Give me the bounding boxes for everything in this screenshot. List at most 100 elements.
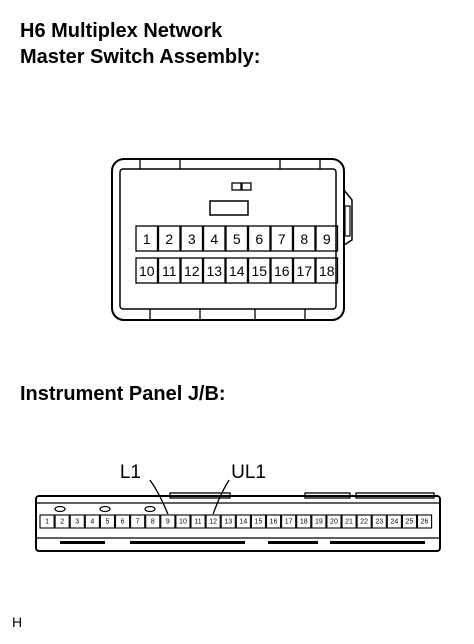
h6-connector-outer (111, 158, 345, 321)
h6-pin-box (157, 225, 181, 252)
jb-pin-box (281, 514, 297, 529)
jb-pin-box (356, 514, 372, 529)
h6-pin-label: 18 (319, 263, 335, 279)
jb-pin-box (311, 514, 327, 529)
h6-pin-box (202, 257, 226, 284)
figure-code: H (12, 614, 23, 630)
jb-pin-label: 14 (239, 519, 247, 526)
jb-pin-box (386, 514, 402, 529)
jb-pin-label: 4 (90, 519, 94, 526)
jb-pin-box (296, 514, 312, 529)
connector-title-h6-line2: Master Switch Assembly: (20, 46, 261, 68)
h6-pin-label: 14 (229, 263, 245, 279)
jb-pin-label: 24 (390, 519, 398, 526)
h6-pin-box (270, 257, 294, 284)
jb-pin-label: 11 (194, 519, 201, 526)
h6-pin-label: 11 (162, 263, 177, 279)
jb-pin-label: 20 (330, 519, 338, 526)
jb-pin-label: 1 (45, 519, 49, 526)
h6-pin-box (180, 225, 204, 252)
jb-pin-label: 8 (151, 519, 155, 526)
h6-pin-label: 10 (139, 263, 155, 279)
jb-pin-box (326, 514, 342, 529)
jb-pin-label: 16 (270, 519, 278, 526)
jb-pin-box (39, 514, 55, 529)
jb-pin-box (114, 514, 131, 529)
jb-bottom-bars (60, 541, 425, 544)
connector-title-h6: H6 Multiplex Network (20, 20, 223, 42)
jb-pin-label: 23 (375, 519, 383, 526)
jb-pin-box (69, 514, 85, 529)
h6-pin-label: 1 (143, 231, 151, 247)
jb-pin-label: 5 (105, 519, 109, 526)
h6-pin-label: 17 (296, 263, 312, 279)
jb-pin-leader-line (149, 479, 169, 515)
jb-pin-leader-line (212, 479, 230, 515)
jb-pin-label: 9 (166, 519, 170, 526)
h6-pin-box (225, 257, 249, 284)
h6-pin-box (315, 257, 339, 284)
jb-pin-box (205, 514, 221, 529)
jb-pin-box (130, 514, 146, 529)
h6-pin-box (292, 225, 316, 252)
jb-pin-box (160, 514, 176, 529)
jb-pin-label: 15 (255, 519, 263, 526)
h6-pin-label: 5 (233, 231, 241, 247)
h6-pin-label: 3 (188, 231, 196, 247)
jb-pin-box (250, 514, 267, 529)
jb-pin-box (341, 514, 357, 529)
jb-pin-label: 3 (75, 519, 79, 526)
jb-pin-label: 17 (285, 519, 293, 526)
h6-pin-label: 4 (210, 231, 218, 247)
connector-title-jb: Instrument Panel J/B: (20, 383, 226, 405)
jb-pin-label: 18 (300, 519, 308, 526)
h6-pin-box (157, 257, 181, 284)
jb-pin-box (175, 514, 191, 529)
h6-pin-box (135, 257, 159, 284)
jb-pin-label: 21 (345, 519, 353, 526)
h6-pin-label: 2 (165, 231, 173, 247)
h6-pin-box (247, 257, 271, 284)
jb-pin-box (371, 514, 387, 529)
h6-pin-label: 8 (300, 231, 308, 247)
jb-pin-box (265, 514, 282, 529)
jb-pin-callout-label: L1 (120, 462, 141, 483)
h6-pin-box (202, 225, 226, 252)
h6-pin-box (270, 225, 294, 252)
jb-pin-label: 10 (179, 519, 187, 526)
jb-pin-label: 25 (406, 519, 414, 526)
jb-pin-box (235, 514, 251, 529)
jb-pin-label: 13 (224, 519, 232, 526)
h6-pin-box (292, 257, 316, 284)
h6-pin-box (180, 257, 204, 284)
jb-pin-label: 22 (360, 519, 368, 526)
jb-pin-label: 26 (421, 519, 429, 526)
h6-pin-box (225, 225, 249, 252)
jb-pin-callout-label: UL1 (231, 462, 266, 483)
jb-pin-box (84, 514, 100, 529)
jb-connector (35, 492, 441, 552)
jb-pin-label: 2 (60, 519, 64, 526)
h6-pin-label: 15 (251, 263, 267, 279)
jb-pin-box (401, 514, 418, 529)
jb-pin-box (145, 514, 161, 529)
jb-pin-box (190, 514, 206, 529)
jb-connector-outer (35, 495, 441, 552)
jb-pin-label: 19 (315, 519, 323, 526)
h6-pin-label: 16 (274, 263, 290, 279)
h6-pin-label: 6 (255, 231, 263, 247)
jb-pin-label: 6 (121, 519, 125, 526)
jb-pin-box (54, 514, 70, 529)
h6-pin-label: 12 (184, 263, 200, 279)
h6-pin-box (315, 225, 339, 252)
h6-pin-label: 9 (323, 231, 331, 247)
h6-pin-box (247, 225, 271, 252)
h6-connector-inner (119, 168, 337, 310)
h6-pin-box (135, 225, 159, 252)
h6-connector (111, 158, 353, 321)
h6-pin-label: 13 (206, 263, 222, 279)
h6-pin-label: 7 (278, 231, 286, 247)
jb-pin-box (220, 514, 236, 529)
jb-pin-label: 7 (136, 519, 140, 526)
